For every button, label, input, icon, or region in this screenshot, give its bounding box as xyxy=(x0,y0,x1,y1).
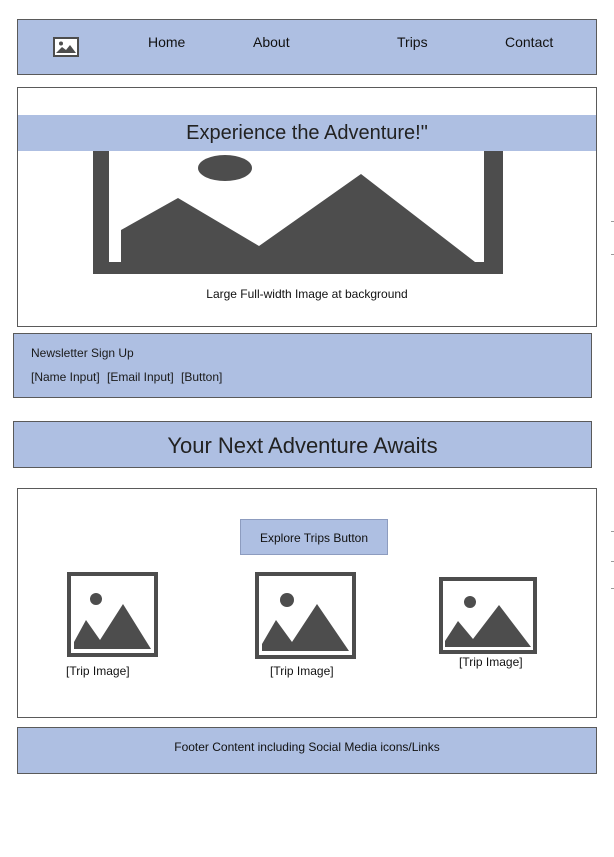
edge-tick xyxy=(611,254,614,255)
newsletter-submit-button[interactable]: [Button] xyxy=(181,370,223,384)
image-icon[interactable] xyxy=(67,572,158,657)
trip-image-label: [Trip Image] xyxy=(270,664,334,678)
edge-tick xyxy=(611,531,614,532)
edge-tick xyxy=(611,588,614,589)
edge-tick xyxy=(611,561,614,562)
page-headline: Your Next Adventure Awaits xyxy=(13,421,592,468)
image-icon[interactable] xyxy=(255,572,356,659)
nav-link-contact[interactable]: Contact xyxy=(505,34,554,50)
navigation-bar: Home About Trips Contact xyxy=(17,19,597,75)
trip-image-label: [Trip Image] xyxy=(66,664,130,678)
hero-banner-title: Experience the Adventure!" xyxy=(18,115,596,151)
image-icon[interactable] xyxy=(53,37,79,57)
email-input[interactable]: [Email Input] xyxy=(107,370,174,384)
image-icon[interactable] xyxy=(439,577,537,654)
trips-section: Explore Trips Button [Trip Image] [Trip … xyxy=(17,488,597,718)
newsletter-title: Newsletter Sign Up xyxy=(31,346,134,360)
nav-link-home[interactable]: Home xyxy=(148,34,186,50)
edge-tick xyxy=(611,221,614,222)
footer: Footer Content including Social Media ic… xyxy=(17,727,597,774)
name-input[interactable]: [Name Input] xyxy=(31,370,100,384)
hero-caption: Large Full-width Image at background xyxy=(206,287,408,301)
trip-image-label: [Trip Image] xyxy=(459,655,523,669)
nav-link-about[interactable]: About xyxy=(253,34,290,50)
explore-trips-button[interactable]: Explore Trips Button xyxy=(240,519,388,555)
newsletter-section: Newsletter Sign Up [Name Input] [Email I… xyxy=(13,333,592,398)
nav-link-trips[interactable]: Trips xyxy=(397,34,428,50)
hero-section: Experience the Adventure!" Large Full-wi… xyxy=(17,87,597,327)
